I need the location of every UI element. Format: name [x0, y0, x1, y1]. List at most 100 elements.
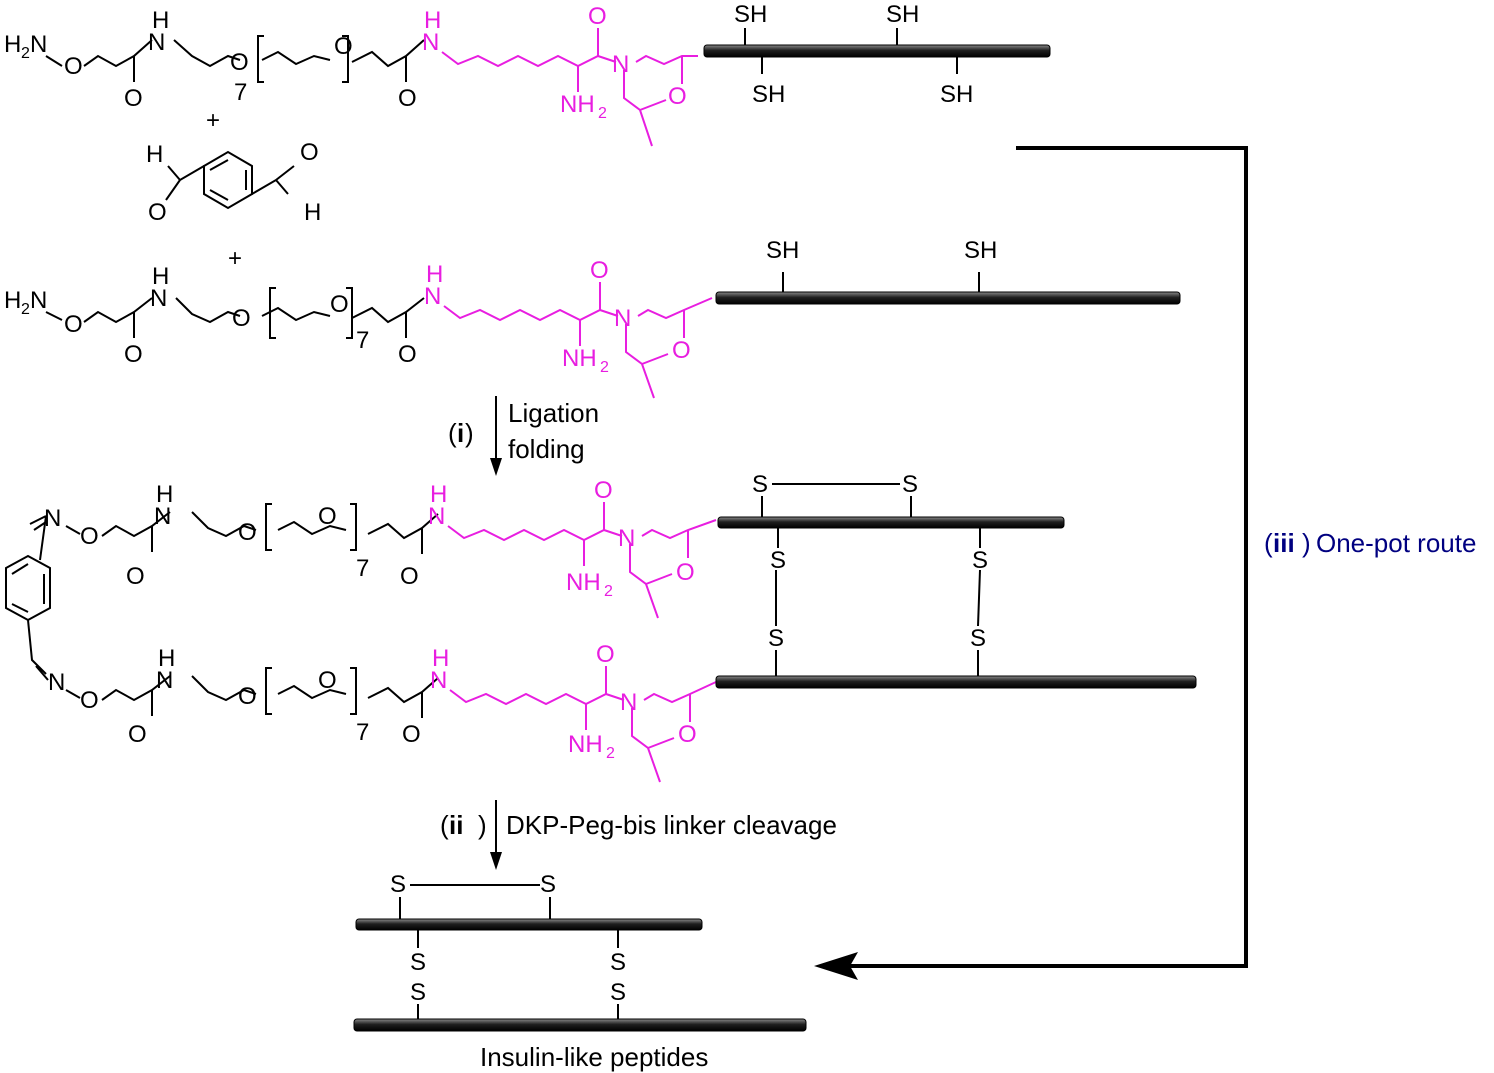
- reactant-chain-a: H 2 N O O H N O O 7 O H N O NH 2 N O SH …: [4, 1, 1051, 147]
- n-label: N: [30, 287, 47, 314]
- o-label: O: [124, 85, 143, 112]
- o-label: O: [596, 641, 615, 668]
- o-label: O: [398, 85, 417, 112]
- o-label: O: [64, 311, 83, 338]
- n-label: N: [150, 285, 167, 312]
- o-label: O: [148, 199, 167, 226]
- lysine-dkp-fragment-top: H N O NH 2 N O: [422, 3, 698, 147]
- plus-sign: +: [228, 245, 242, 272]
- h-label: H: [152, 7, 169, 34]
- h-label: H: [426, 261, 443, 288]
- h2-label: H: [4, 287, 21, 314]
- step-iii-close-paren: ): [1302, 528, 1311, 558]
- o-label: O: [676, 559, 695, 586]
- s-label: S: [902, 471, 918, 498]
- o-label: O: [230, 49, 249, 76]
- h2-label: H: [4, 31, 21, 58]
- aminooxy-peg-linker-top: H 2 N O O H N O O 7 O: [4, 7, 425, 112]
- n-label: N: [614, 305, 631, 332]
- sh-label: SH: [964, 237, 997, 264]
- step-ii-close-paren: ): [478, 810, 487, 840]
- o-label: O: [80, 687, 99, 714]
- nh2-sub: 2: [600, 359, 609, 376]
- s-label: S: [768, 625, 784, 652]
- h-label: H: [152, 263, 169, 290]
- o-label: O: [400, 563, 419, 590]
- s-label: S: [410, 949, 426, 976]
- step-ii-arrow: ( ii ) DKP-Peg-bis linker cleavage: [440, 800, 837, 870]
- nh2-sub: 2: [604, 583, 613, 600]
- o-label: O: [330, 291, 349, 318]
- n-label: N: [148, 29, 165, 56]
- plus-sign: +: [206, 107, 220, 134]
- s-label: S: [390, 871, 406, 898]
- terephthalaldehyde: H O O H: [146, 139, 321, 226]
- s-label: S: [610, 949, 626, 976]
- peg-repeat: 7: [234, 79, 247, 106]
- step-ii-text: DKP-Peg-bis linker cleavage: [506, 810, 837, 840]
- o-label: O: [238, 683, 257, 710]
- o-label: O: [238, 519, 257, 546]
- product-caption: Insulin-like peptides: [480, 1042, 708, 1072]
- route-label-bg: [1256, 522, 1492, 562]
- step-iii-label: iii: [1273, 528, 1295, 558]
- peg-repeat: 7: [356, 719, 369, 746]
- o-label: O: [318, 667, 337, 694]
- s-label: S: [752, 471, 768, 498]
- o-label: O: [672, 337, 691, 364]
- product-chain-b-bar: [353, 1018, 807, 1032]
- h2-sub: 2: [21, 45, 30, 62]
- n-label: N: [30, 31, 47, 58]
- step-iii-text: One-pot route: [1316, 528, 1476, 558]
- step-iii-route: ( iii ) One-pot route: [814, 146, 1492, 980]
- o-label: O: [80, 523, 99, 550]
- o-label: O: [300, 139, 319, 166]
- n-label: N: [620, 689, 637, 716]
- h-label: H: [146, 141, 163, 168]
- sh-label: SH: [734, 1, 767, 28]
- step-ii-open-paren: (: [440, 810, 449, 840]
- o-label: O: [334, 33, 353, 60]
- product-chain-a-bar: [355, 918, 703, 931]
- step-i-text-line2: folding: [508, 434, 585, 464]
- o-label: O: [590, 257, 609, 284]
- h-label: H: [156, 481, 173, 508]
- ligated-intermediate: N N O O H N O O 7 O H N O NH 2 N O O O H…: [5, 471, 1197, 783]
- s-label: S: [770, 547, 786, 574]
- n-label: N: [430, 667, 447, 694]
- reactant-chain-b: H 2 N O O H N O O 7 O H N O NH 2 N O SH …: [4, 237, 1181, 399]
- o-label: O: [232, 305, 251, 332]
- folded-chain-b-bar: [715, 675, 1197, 689]
- o-label: O: [678, 721, 697, 748]
- nh2-sub: 2: [606, 745, 615, 762]
- step-iii-open-paren: (: [1264, 528, 1273, 558]
- s-label: S: [610, 979, 626, 1006]
- h-label: H: [158, 645, 175, 672]
- s-label: S: [972, 547, 988, 574]
- o-label: O: [64, 53, 83, 80]
- s-label: S: [540, 871, 556, 898]
- h-label: H: [430, 481, 447, 508]
- insulin-like-product: S S S S S S Insulin-like peptides: [353, 871, 807, 1072]
- n-label: N: [154, 503, 171, 530]
- s-label: S: [970, 625, 986, 652]
- step-i-text-line1: Ligation: [508, 398, 599, 428]
- o-label: O: [588, 3, 607, 30]
- o-label: O: [128, 721, 147, 748]
- h2-sub: 2: [21, 301, 30, 318]
- n-label: N: [612, 51, 629, 78]
- peg-repeat: 7: [356, 327, 369, 354]
- step-i-label: i: [457, 418, 464, 448]
- n-label: N: [44, 505, 61, 532]
- n-label: N: [48, 669, 65, 696]
- peptide-chain-a-bar: [703, 44, 1051, 58]
- h-label: H: [304, 199, 321, 226]
- nh2-sub: 2: [598, 105, 607, 122]
- o-label: O: [402, 721, 421, 748]
- step-i-close-paren: ): [465, 418, 474, 448]
- n-label: N: [422, 29, 439, 56]
- nh2-label: NH: [560, 91, 595, 118]
- peptide-chain-b-bar: [715, 291, 1181, 305]
- step-ii-label: ii: [449, 810, 463, 840]
- nh2-label: NH: [562, 345, 597, 372]
